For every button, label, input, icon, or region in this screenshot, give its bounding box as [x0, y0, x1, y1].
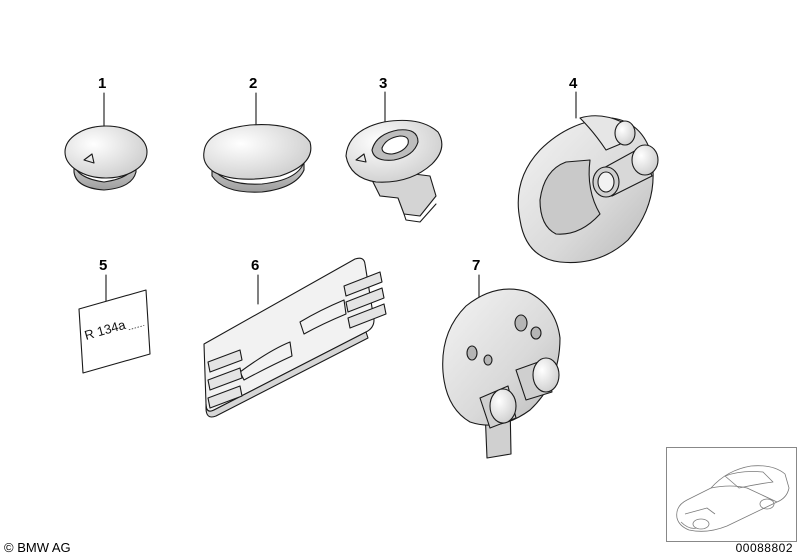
part-7-flange-grommet[interactable]: 7	[442, 257, 561, 459]
callout-5: 5	[99, 257, 107, 274]
arrow-marker-icon	[355, 153, 367, 163]
callout-7: 7	[472, 257, 480, 274]
label-card	[78, 289, 151, 374]
callout-4: 4	[569, 75, 578, 92]
copyright-text: © BMW AG	[4, 540, 71, 555]
callout-1: 1	[98, 75, 106, 92]
callout-6: 6	[251, 257, 259, 274]
part-4-dual-tube-grommet[interactable]: 4	[517, 75, 659, 264]
car-icon	[676, 465, 790, 532]
document-number: 00088802	[735, 541, 793, 555]
part-6-cover-plate[interactable]: 6	[203, 257, 387, 418]
callout-2: 2	[249, 75, 257, 92]
part-5-refrigerant-label[interactable]: 5 R 134a	[78, 257, 151, 374]
part-1-round-plug[interactable]: 1	[64, 75, 148, 191]
vehicle-thumbnail	[666, 447, 797, 542]
part-3-grommet-with-clip[interactable]: 3	[345, 75, 443, 223]
part-2-oval-plug[interactable]: 2	[203, 75, 312, 193]
callout-3: 3	[379, 75, 387, 92]
arrow-marker-icon	[83, 153, 95, 164]
